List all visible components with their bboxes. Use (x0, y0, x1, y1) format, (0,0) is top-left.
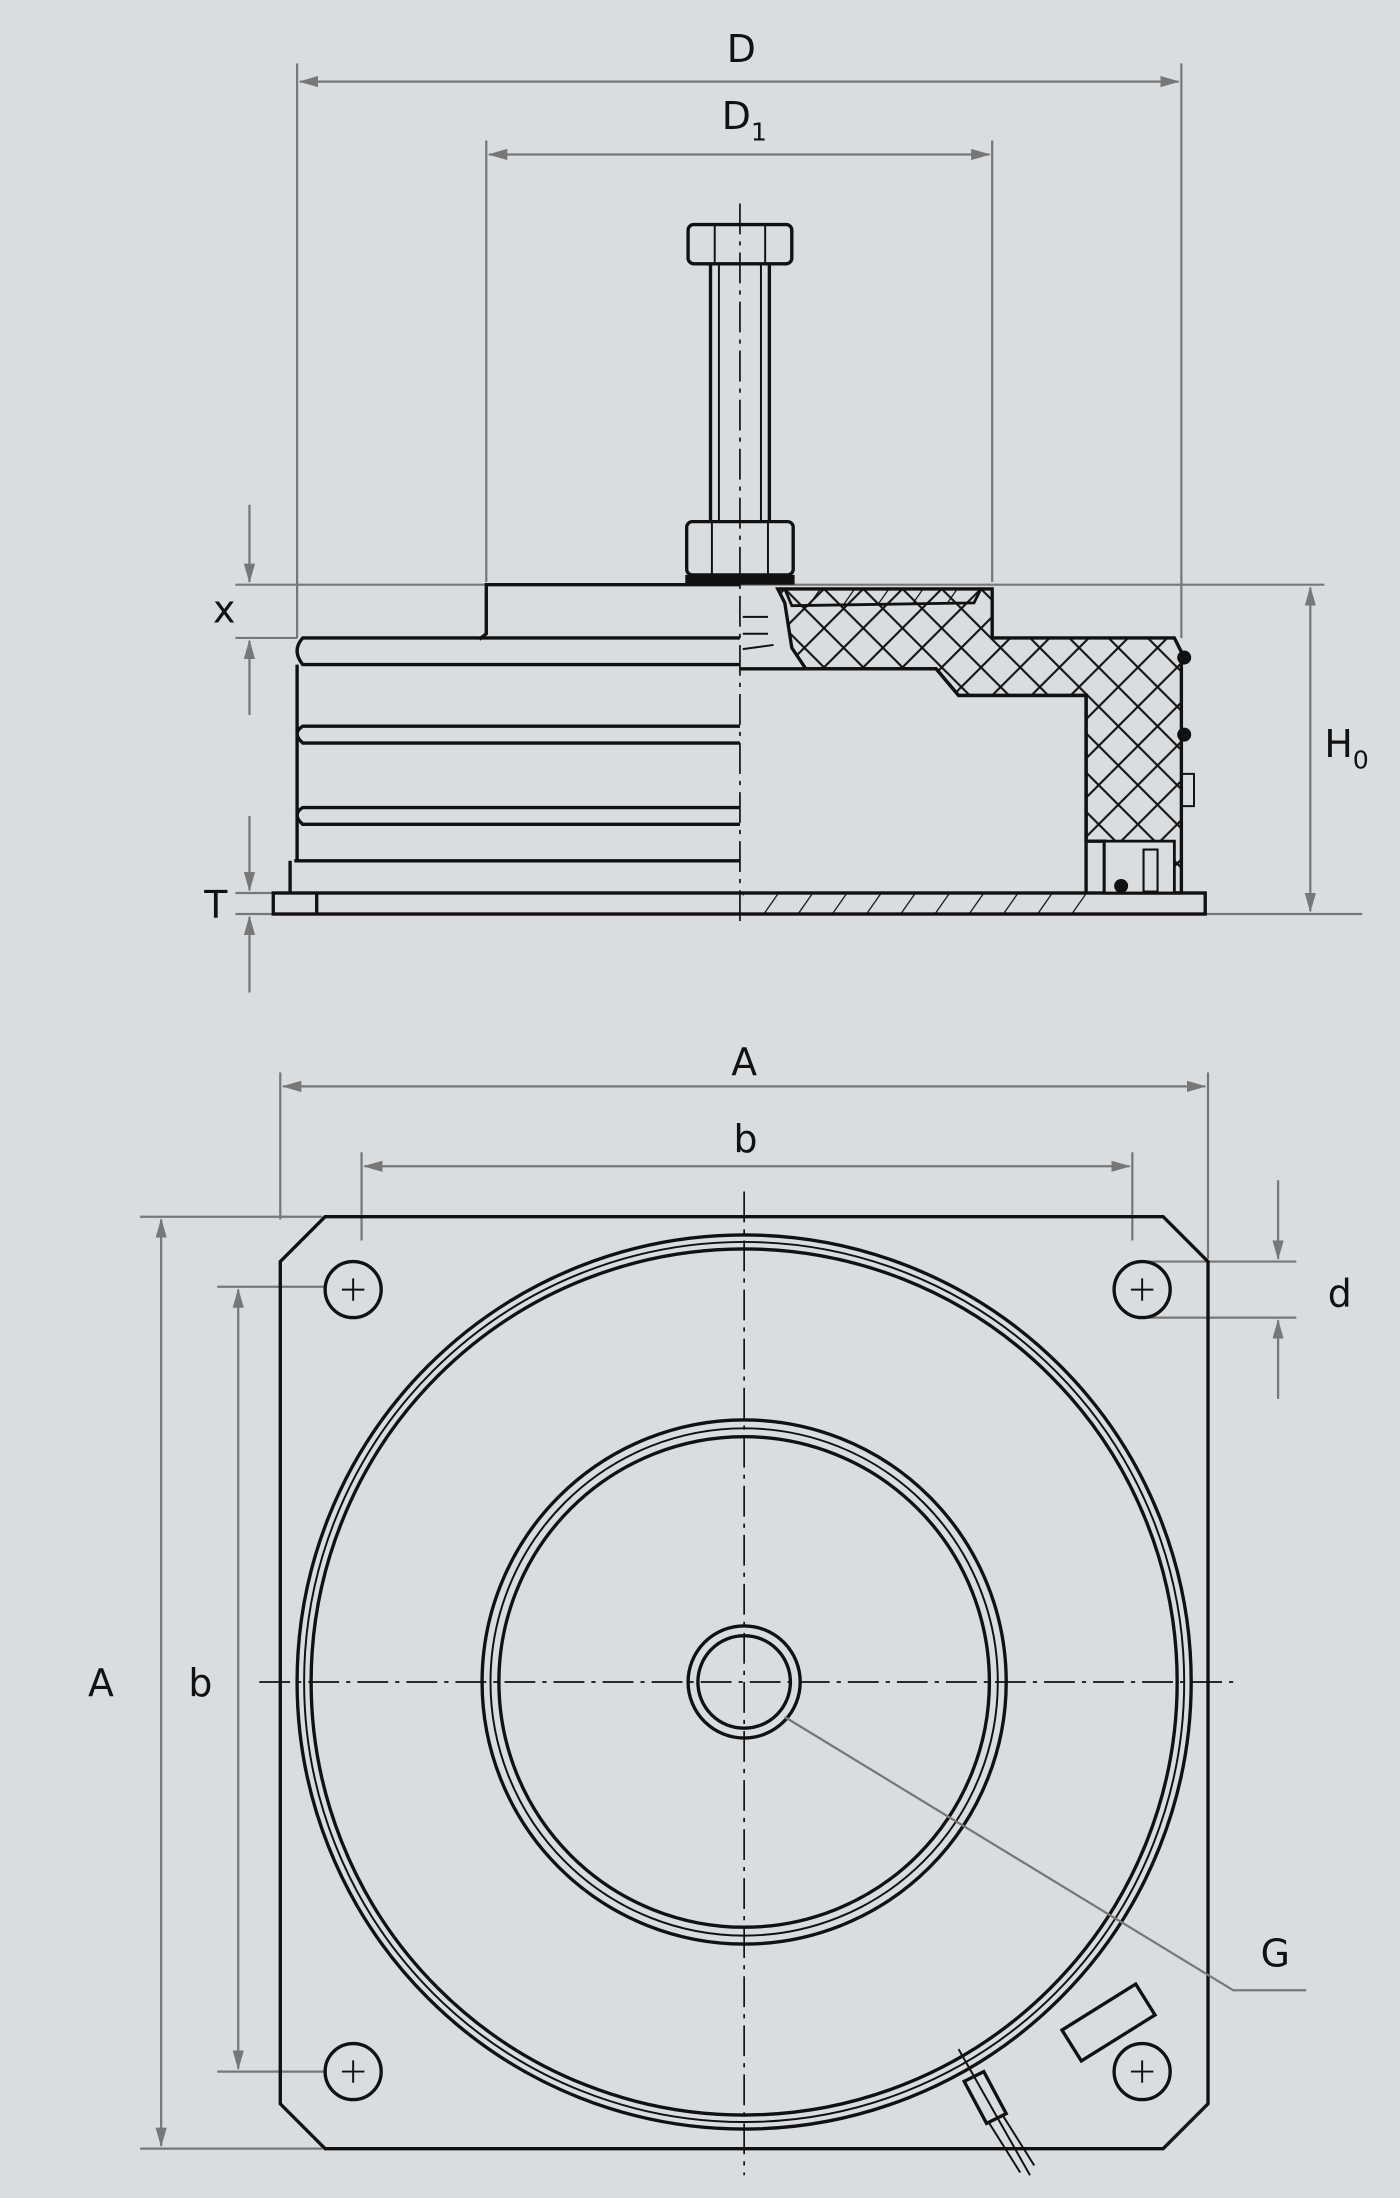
label-D1: D1 (722, 94, 767, 146)
label-b-left: b (188, 1661, 212, 1705)
side-view: D D1 x H0 T (203, 27, 1369, 993)
dimension-T: T (203, 815, 274, 993)
mounting-hole (323, 1259, 383, 1320)
dimension-H0: H0 (1205, 586, 1369, 916)
label-d: d (1328, 1271, 1352, 1315)
mounting-hole (1112, 1259, 1172, 1320)
mounting-holes (323, 1259, 1172, 2102)
label-D: D (727, 27, 756, 71)
dimension-A-horizontal: A (279, 1040, 1210, 1259)
mounting-hole (1112, 2041, 1172, 2102)
dimension-D: D (295, 27, 1183, 638)
nameplate (1059, 1981, 1158, 2064)
dimension-A-vertical: A (88, 1215, 323, 2150)
label-A-left: A (88, 1661, 114, 1705)
mounting-hole (323, 2041, 383, 2102)
label-b-top: b (734, 1117, 758, 1161)
label-G: G (1261, 1931, 1290, 1975)
label-T: T (203, 883, 228, 927)
top-plate (478, 583, 740, 641)
label-H0: H0 (1324, 722, 1369, 774)
dimension-d: d (1142, 1180, 1352, 1399)
label-x: x (213, 588, 235, 632)
top-view: A b A b d (88, 1040, 1352, 2176)
dimension-D1: D1 (485, 94, 994, 582)
housing-outline (288, 636, 740, 893)
sensor-cable (957, 2048, 1036, 2176)
dimension-b-vertical: b (188, 1285, 326, 2073)
label-A-top: A (731, 1040, 757, 1084)
elastomer-section (739, 587, 1195, 895)
base-plate-outline (278, 1215, 1210, 2151)
dimension-b-horizontal: b (360, 1117, 1134, 1241)
leader-G: G (784, 1716, 1307, 1992)
